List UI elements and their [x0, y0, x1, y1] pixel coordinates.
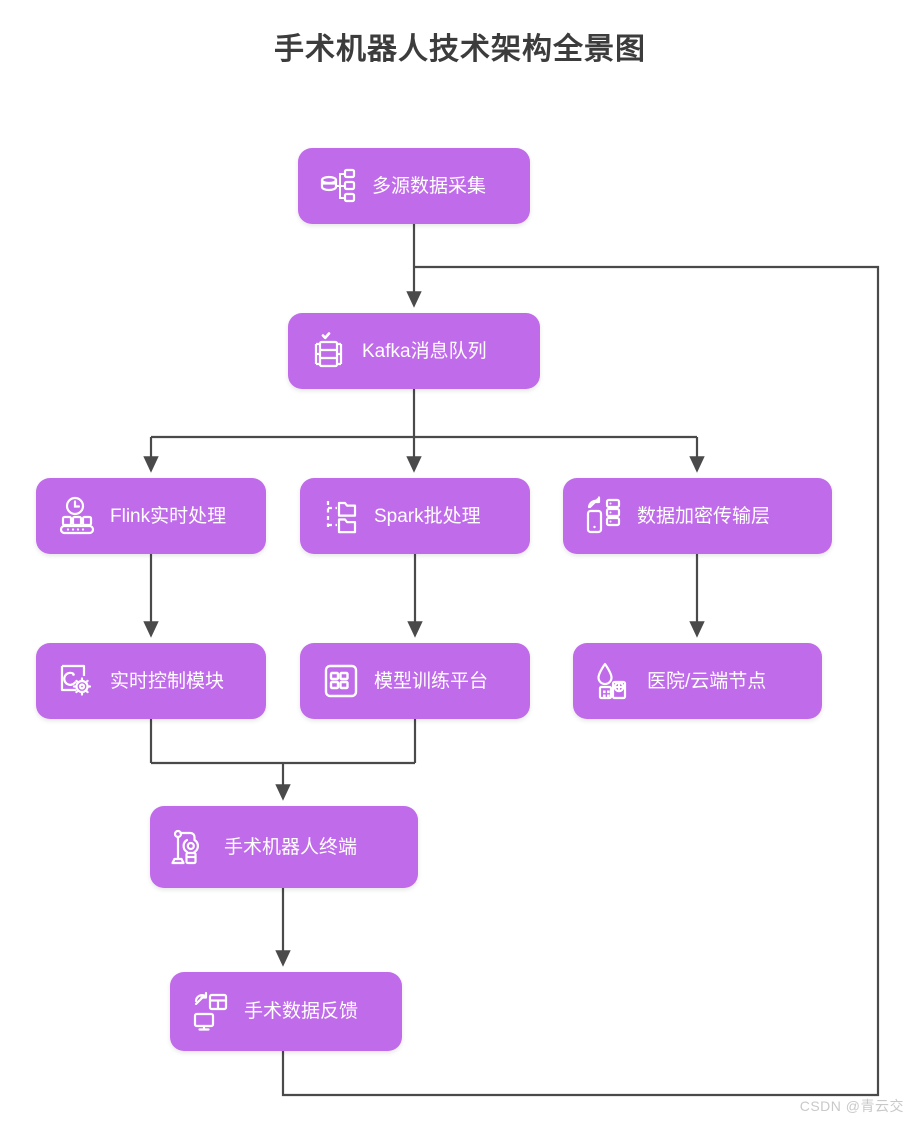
screen-gear-icon [54, 658, 100, 704]
node-spark-batch-processing[interactable]: Spark批处理 [300, 478, 530, 554]
node-label: 实时控制模块 [110, 670, 225, 692]
node-kafka-message-queue[interactable]: Kafka消息队列 [288, 313, 540, 389]
node-multi-source-collection[interactable]: 多源数据采集 [298, 148, 530, 224]
node-encrypted-transport-layer[interactable]: 数据加密传输层 [563, 478, 832, 554]
node-surgical-data-feedback[interactable]: 手术数据反馈 [170, 972, 402, 1051]
node-label: 数据加密传输层 [637, 505, 771, 527]
clock-conveyor-icon [54, 493, 100, 539]
monitor-grid-transfer-icon [188, 989, 234, 1035]
database-split-icon [316, 163, 362, 209]
node-label: 手术数据反馈 [244, 1001, 359, 1022]
node-surgical-robot-terminal[interactable]: 手术机器人终端 [150, 806, 418, 888]
grid-table-icon [318, 658, 364, 704]
node-hospital-cloud-nodes[interactable]: 医院/云端节点 [573, 643, 822, 719]
node-label: 多源数据采集 [372, 175, 487, 197]
queue-check-icon [306, 328, 352, 374]
node-label: Kafka消息队列 [362, 340, 487, 362]
node-realtime-control-module[interactable]: 实时控制模块 [36, 643, 266, 719]
node-label: 模型训练平台 [374, 670, 489, 692]
watermark: CSDN @青云交 [799, 1098, 904, 1114]
node-label: 医院/云端节点 [647, 670, 767, 692]
hospital-droplet-icon [591, 658, 637, 704]
edge-feedback-loop [281, 265, 880, 1097]
node-label: Flink实时处理 [110, 505, 227, 527]
phone-server-transfer-icon [581, 493, 627, 539]
folder-tree-icon [318, 493, 364, 539]
node-label: 手术机器人终端 [224, 836, 358, 858]
page-title: 手术机器人技术架构全景图 [274, 33, 646, 66]
robot-arm-icon [168, 824, 214, 870]
node-flink-realtime-processing[interactable]: Flink实时处理 [36, 478, 266, 554]
node-model-training-platform[interactable]: 模型训练平台 [300, 643, 530, 719]
node-label: Spark批处理 [374, 505, 481, 527]
